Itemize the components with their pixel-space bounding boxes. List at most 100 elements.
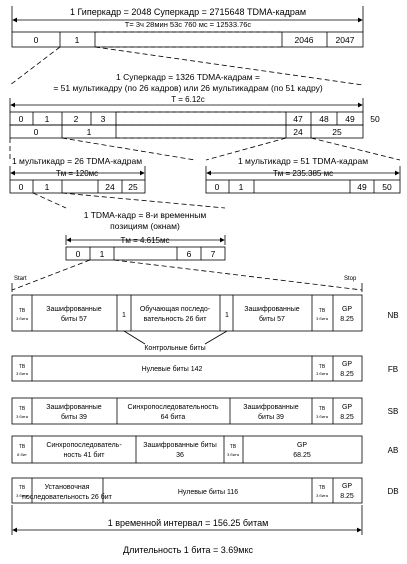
- sb-gp-1: GP: [342, 404, 352, 411]
- sb-tb2: ТВ: [319, 406, 326, 412]
- sb-sync-1: Синхропоследовательность: [127, 404, 218, 411]
- tdma-cell-6: 6: [187, 249, 192, 259]
- tdma-title-1: 1 TDMA-кадр = 8-и временным: [84, 210, 207, 220]
- superframe-title-1: 1 Суперкадр = 1326 TDMA-кадрам =: [116, 72, 260, 82]
- superframe-bottom-0: 0: [34, 127, 39, 137]
- superframe-top-47: 47: [293, 114, 303, 124]
- sb-tb1: ТВ: [19, 406, 26, 412]
- superframe-bottom-1: 1: [87, 127, 92, 137]
- sb-tb1-bits: 3 бита: [16, 414, 29, 419]
- hyperframe-cell-0: 0: [34, 35, 39, 45]
- hyperframe-cell-1: 1: [75, 35, 80, 45]
- ab-tb2: ТВ: [230, 444, 237, 450]
- nb-one-2: 1: [225, 312, 229, 319]
- multiframe26-cell-24: 24: [105, 182, 115, 192]
- ab-gp-2: 68.25: [293, 452, 311, 459]
- tdma-cell-0: 0: [76, 249, 81, 259]
- nb-label: NB: [387, 311, 398, 320]
- control-bits-label: Контрольные биты: [144, 344, 205, 352]
- sb-enc2-2: биты 39: [258, 413, 284, 421]
- superframe-top-2: 2: [74, 114, 79, 124]
- ab-tb1-bits: 8 бит: [17, 452, 27, 457]
- ab-label: AB: [388, 446, 399, 455]
- superframe-top-3: 3: [101, 114, 106, 124]
- fb-tb1-bits: 3 бита: [16, 371, 29, 376]
- nb-gp-2: 8.25: [340, 316, 354, 323]
- fb-tb1: ТВ: [19, 364, 26, 370]
- nb-train-1: Обучающая последо-: [140, 305, 211, 313]
- ab-enc-2: 36: [176, 452, 184, 459]
- hyperframe-period: T= 3ч 28мин 53с 760 мс = 12533.76с: [125, 20, 252, 29]
- multiframe26-title: 1 мультикадр = 26 TDMA-кадрам: [12, 156, 142, 166]
- nb-enc1-1: Зашифрованные: [46, 306, 101, 313]
- db-tb1: ТВ: [19, 485, 26, 491]
- db-tb2-bits: 3 бита: [316, 493, 329, 498]
- superframe-title-2: = 51 мультикадру (по 26 кадров) или 26 м…: [53, 83, 323, 93]
- db-setup-1: Установочная: [45, 484, 90, 491]
- multiframe51-cell-0: 0: [215, 182, 220, 192]
- tdma-cell-7: 7: [211, 249, 216, 259]
- sb-tb2-bits: 3 бита: [316, 414, 329, 419]
- multiframe51-cell-1: 1: [239, 182, 244, 192]
- hyperframe-cell-2046: 2046: [295, 35, 314, 45]
- multiframe51-period: Tм = 235.385 мс: [273, 169, 333, 178]
- nb-tb1: ТВ: [19, 308, 26, 314]
- fb-tb2-bits: 3 бита: [316, 371, 329, 376]
- ab-tb1: ТВ: [19, 444, 26, 450]
- superframe-bottom-25: 25: [332, 127, 342, 137]
- multiframe51-title: 1 мультикадр = 51 TDMA-кадрам: [238, 156, 368, 166]
- tdma-period: Tм = 4.615мс: [120, 236, 169, 245]
- sb-enc1-2: биты 39: [61, 413, 87, 421]
- nb-enc2-2: биты 57: [259, 315, 285, 323]
- ab-tb2-bits: 3 бита: [227, 452, 240, 457]
- nb-tb2-bits: 3 бита: [316, 316, 329, 321]
- fb-label: FB: [388, 365, 398, 374]
- hyperframe-cell-2047: 2047: [336, 35, 355, 45]
- hyperframe-title: 1 Гиперкадр = 2048 Суперкадр = 2715648 T…: [70, 7, 306, 17]
- ab-gp-1: GP: [297, 442, 307, 449]
- nb-enc2-1: Зашифрованные: [244, 306, 299, 313]
- nb-train-2: вательность 26 бит: [144, 315, 208, 323]
- db-gp-1: GP: [342, 483, 352, 490]
- nb-gp-1: GP: [342, 306, 352, 313]
- db-zero: Нулевые биты 116: [178, 488, 238, 496]
- start-marker: Start: [14, 276, 27, 282]
- sb-enc2-1: Зашифрованные: [243, 404, 298, 411]
- multiframe51-cell-50: 50: [382, 182, 392, 192]
- multiframe26-cell-25: 25: [128, 182, 138, 192]
- multiframe51-cell-49: 49: [357, 182, 367, 192]
- superframe-top-49: 49: [345, 114, 355, 124]
- interval-label: 1 временной интервал = 156.25 битам: [108, 518, 269, 528]
- nb-tb1-bits: 3 бита: [16, 316, 29, 321]
- db-tb1-bits: 3 бита: [16, 493, 29, 498]
- superframe-top-48: 48: [319, 114, 329, 124]
- bit-duration-label: Длительность 1 бита = 3.69мкс: [123, 545, 254, 555]
- nb-enc1-2: биты 57: [61, 315, 87, 323]
- multiframe26-period: Tм = 120мс: [56, 169, 98, 178]
- db-tb2: ТВ: [319, 485, 326, 491]
- nb-tb2: ТВ: [319, 308, 326, 314]
- superframe-top-1: 1: [45, 114, 50, 124]
- fb-tb2: ТВ: [319, 364, 326, 370]
- fb-gp-2: 8.25: [340, 371, 354, 378]
- multiframe26-cell-0: 0: [19, 182, 24, 192]
- superframe-period: T = 6.12с: [171, 95, 204, 104]
- sb-enc1-1: Зашифрованные: [46, 404, 101, 411]
- tdma-title-2: позициям (окнам): [110, 221, 180, 231]
- nb-one-1: 1: [122, 312, 126, 319]
- multiframe26-cell-1: 1: [45, 182, 50, 192]
- db-label: DB: [387, 487, 398, 496]
- db-gp-2: 8.25: [340, 493, 354, 500]
- sb-sync-2: 64 бита: [161, 413, 186, 421]
- superframe-top-0: 0: [19, 114, 24, 124]
- superframe-top-50: 50: [370, 114, 380, 124]
- sb-label: SB: [388, 407, 399, 416]
- db-setup-2: последовательность 26 бит: [22, 493, 113, 501]
- ab-sync-1: Синхропоследователь-: [46, 442, 122, 449]
- sb-gp-2: 8.25: [340, 414, 354, 421]
- tdma-cell-1: 1: [100, 249, 105, 259]
- fb-zero: Нулевые биты 142: [142, 365, 203, 373]
- ab-enc-1: Зашифрованные биты: [143, 441, 216, 449]
- ab-sync-2: ность 41 бит: [64, 451, 106, 459]
